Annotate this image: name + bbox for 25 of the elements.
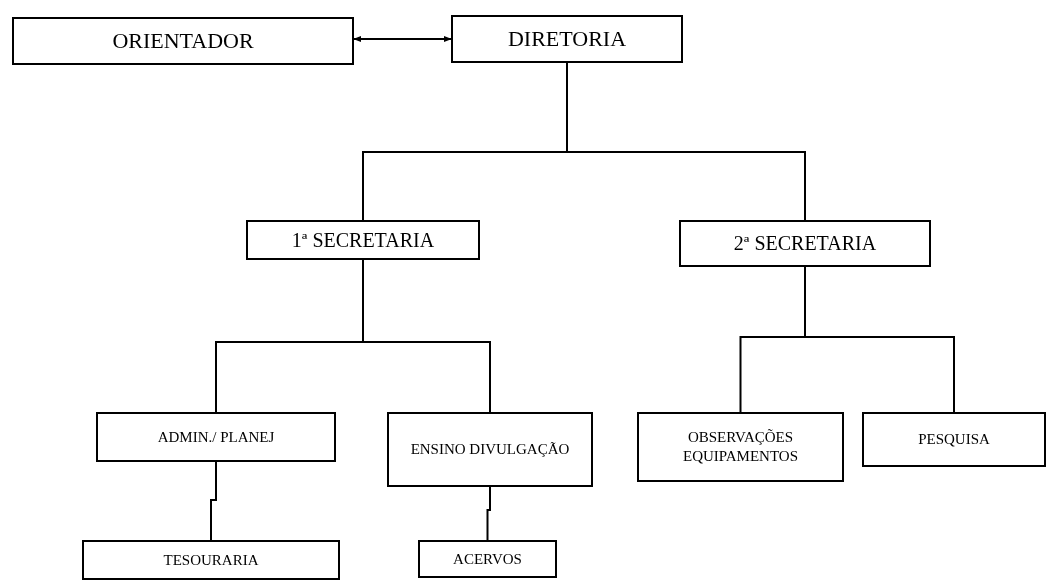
org-box [637,412,844,482]
org-box [96,412,336,462]
org-box [679,220,931,267]
org-box [418,540,557,578]
box-label: ORIENTADOR [112,27,254,55]
box-label: ADMIN./ PLANEJ [157,427,275,447]
connector-line [486,486,491,541]
org-box [451,15,683,63]
box-label: 1ª SECRETARIA [291,227,435,253]
connector-line [804,266,955,413]
box-label: PESQUISA [918,430,990,449]
org-box [862,412,1046,467]
org-box [12,17,354,65]
box-label: OBSERVAÇÕES EQUIPAMENTOS [682,428,799,466]
connector-line [362,259,491,413]
box-label: ACERVOS [453,549,522,569]
org-box [246,220,480,260]
box-label: DIRETORIA [507,25,627,53]
arrow [353,35,452,43]
connector-line [210,461,217,541]
box-label: 2ª SECRETARIA [733,231,877,256]
org-box [82,540,340,580]
box-label: TESOURARIA [163,550,259,570]
org-box [387,412,593,487]
box-label: ENSINO DIVULGAÇÃO [410,440,570,459]
